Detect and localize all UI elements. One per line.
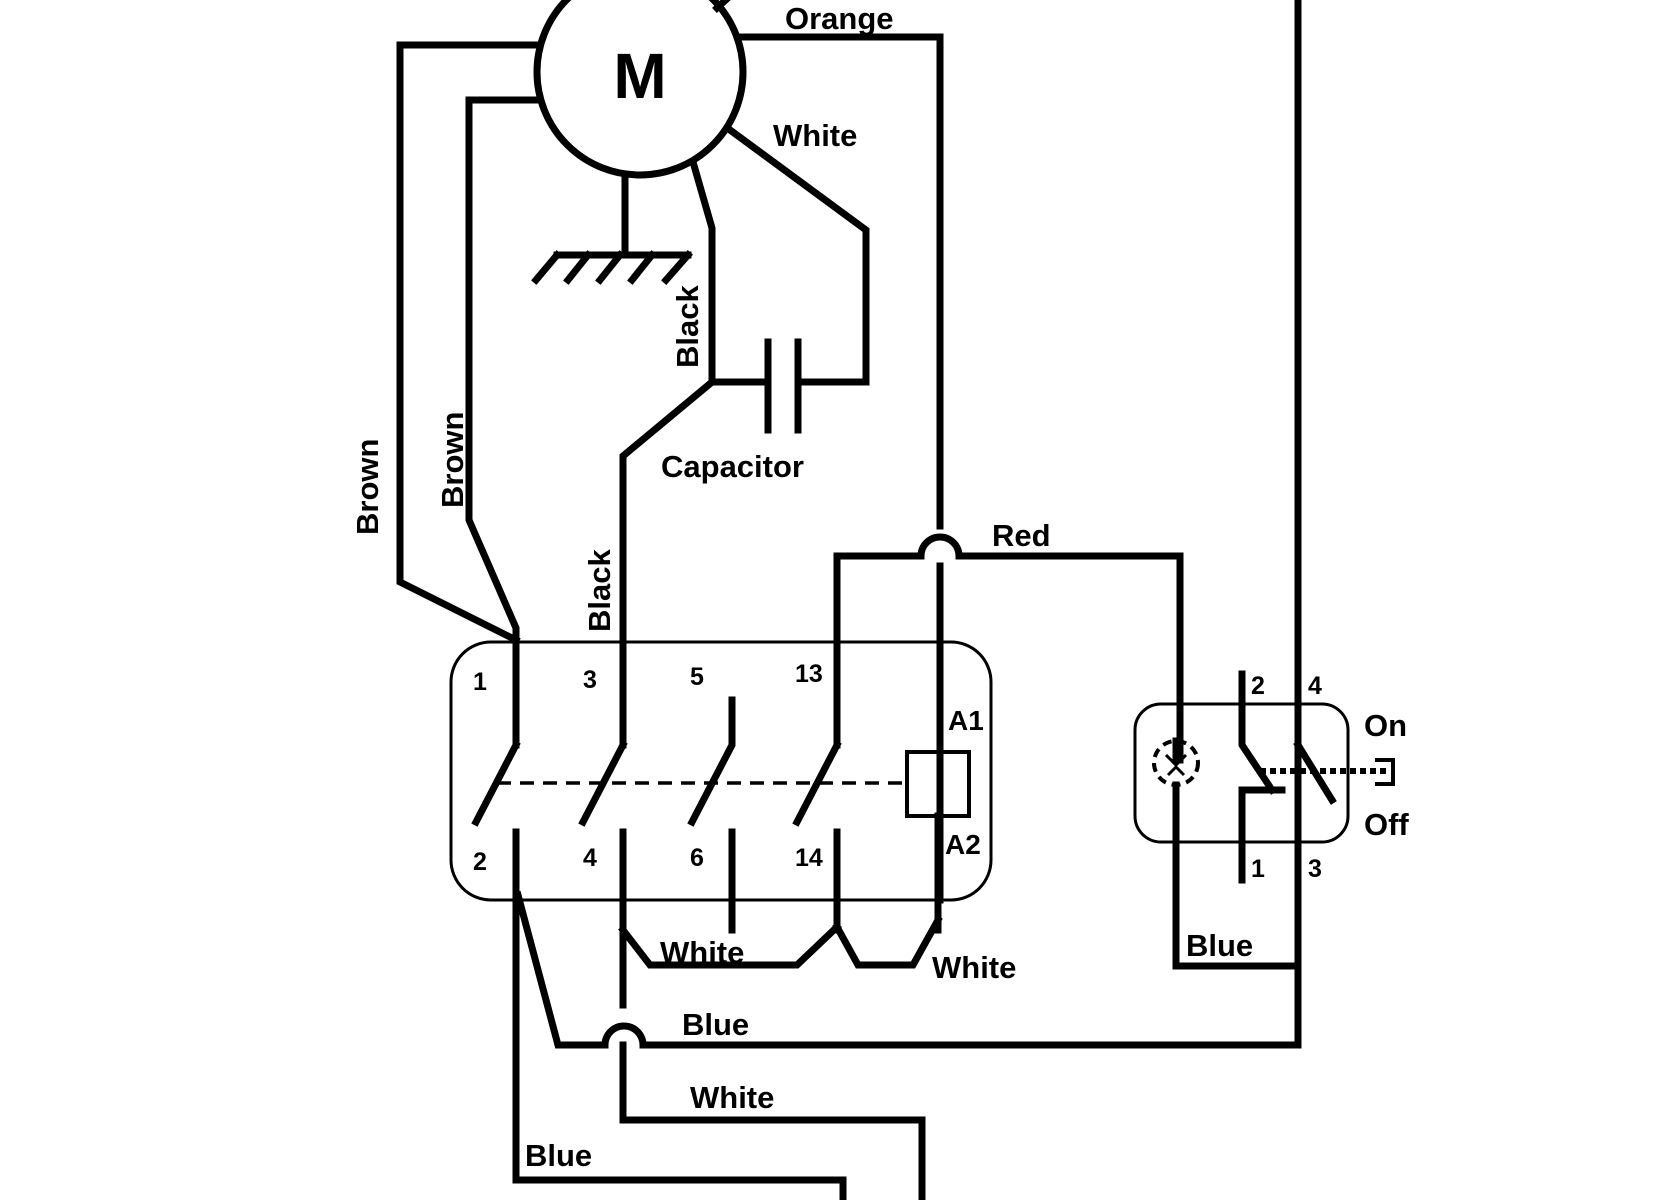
wire-blue-switch [1172,962,1302,1049]
terminal-6: 6 [690,844,704,872]
terminal-2: 2 [473,848,487,876]
lamp-cross [1164,753,1188,777]
switch-terminal-3: 3 [1308,855,1322,883]
switch-off-label: Off [1364,807,1409,842]
terminal-4: 4 [583,844,597,872]
switch-on-label: On [1364,708,1407,743]
pole-5-6 [687,696,736,827]
label-black-motor: Black [670,285,705,368]
label-brown-outer: Brown [350,439,385,535]
pole-13-14 [792,740,842,827]
wire-white-bridge-2 [832,915,943,969]
motor-circle [533,0,747,179]
switch-terminal-4: 4 [1308,672,1322,700]
terminal-14: 14 [795,844,823,872]
ground-symbol [531,171,693,285]
switch-actuator-icon[interactable] [1375,758,1395,786]
label-blue-return: Blue [682,1007,749,1042]
wire-blue-return [513,0,1302,1049]
pole-1-2 [471,740,521,827]
wire-white-out [619,1041,926,1200]
terminal-3: 3 [583,666,597,694]
wire-white-motor [725,125,870,386]
wire-blue-out [512,1096,847,1200]
label-white-bridge-1: White [660,935,744,970]
capacitor [764,338,802,434]
motor: M [533,0,747,179]
label-capacitor: Capacitor [661,449,804,484]
wire-orange [736,33,944,530]
label-red: Red [992,518,1051,553]
label-black-lower: Black [582,549,617,632]
wire-red [833,533,1184,764]
switch-terminal-1: 1 [1251,855,1265,883]
wire-brown-inner [465,96,539,749]
label-white-bridge-2: White [932,950,1016,985]
contactor-housing [449,640,993,902]
switch-terminal-2: 2 [1251,672,1265,700]
wire-black-motor [688,157,766,386]
terminal-5: 5 [690,663,704,691]
coil-terminal-a1: A1 [948,705,984,736]
label-orange: Orange [785,1,894,36]
motor-symbol: M [613,40,666,112]
switch-contact-1-seat [1238,786,1286,884]
terminal-13: 13 [795,660,823,688]
rocker-switch[interactable]: 2 4 1 3 On Off [1133,670,1409,1049]
switch-contact-2-1 [1238,670,1277,795]
label-blue-out: Blue [525,1138,592,1173]
label-blue-switch: Blue [1186,928,1253,963]
label-white-out: White [690,1080,774,1115]
wire-brown-outer [396,41,539,645]
contactor: 1 3 5 13 2 4 6 14 A1 A2 [449,640,993,1104]
label-brown-inner: Brown [435,412,470,508]
coil-terminal-a2: A2 [945,829,981,860]
wire-black-lower [619,377,717,749]
motor-top-stub [712,0,731,13]
terminal-1: 1 [473,668,487,696]
wire-white-bridge-1 [618,922,842,969]
label-white-motor: White [773,118,857,153]
